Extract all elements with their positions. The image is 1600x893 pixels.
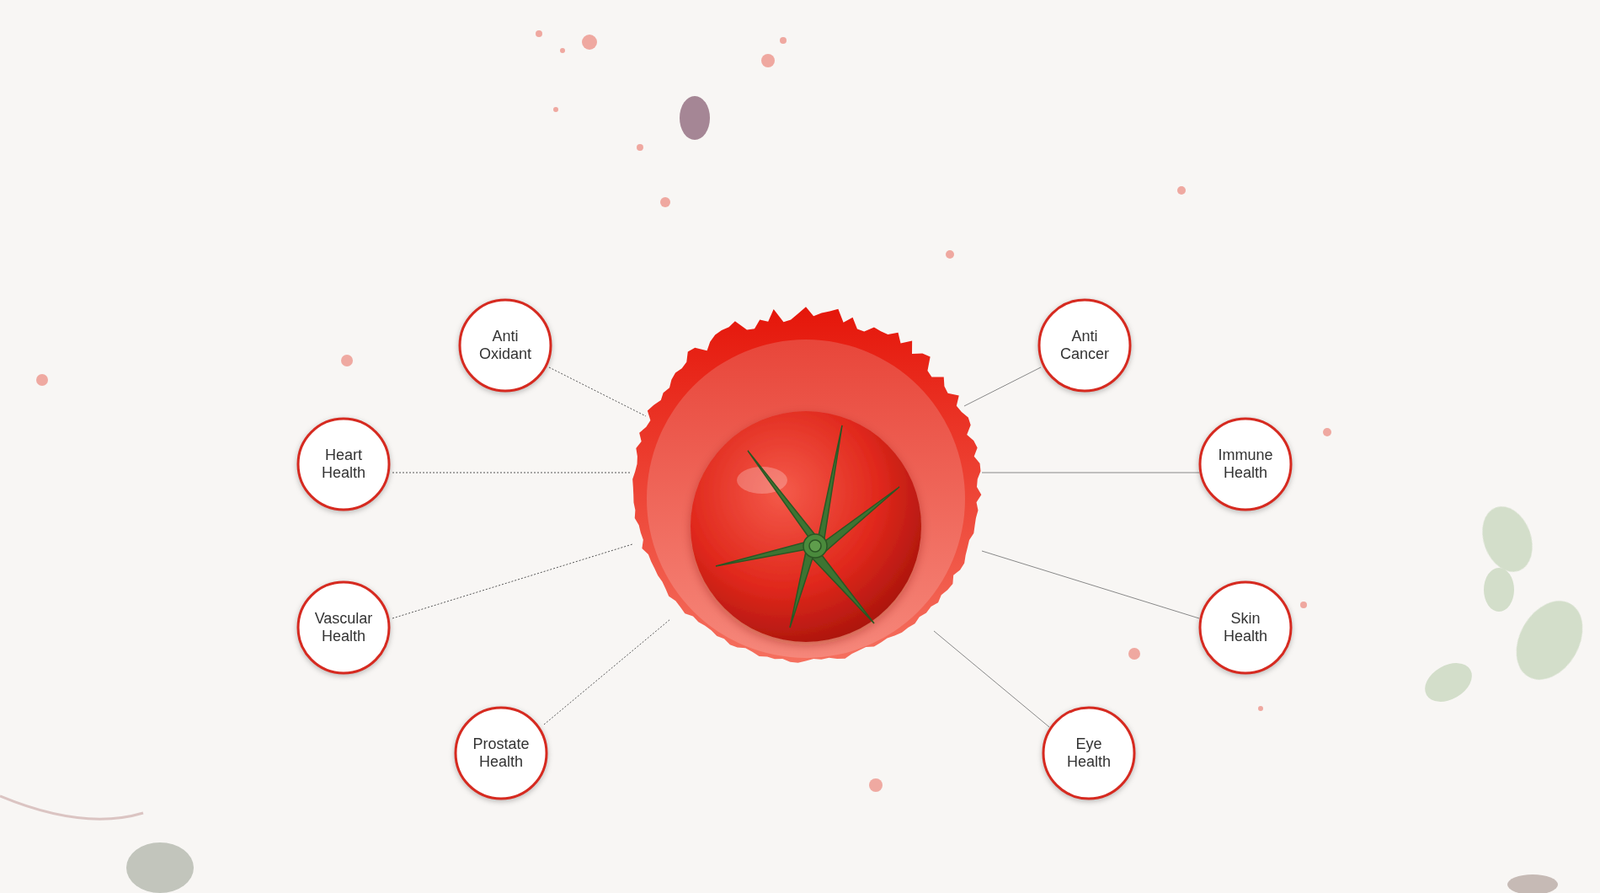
benefit-label: Vascular Health: [308, 609, 379, 646]
benefit-circle: Eye Health: [1041, 705, 1136, 800]
leader-lines: [392, 367, 1200, 727]
benefit-label: Anti Oxidant: [469, 327, 541, 363]
inner-circle: [646, 339, 966, 658]
benefit-label: Skin Health: [1210, 609, 1281, 646]
pepper-seed: [679, 96, 710, 140]
benefit-circle: Anti Oxidant: [458, 298, 553, 393]
tomato-illustration: [632, 306, 982, 663]
benefit-circle: Heart Health: [296, 416, 391, 512]
benefit-circle: Skin Health: [1198, 580, 1293, 675]
tomato: [690, 410, 922, 642]
benefit-label: Anti Cancer: [1049, 327, 1120, 363]
benefit-circle: Prostate Health: [453, 705, 549, 800]
benefit-label: Heart Health: [308, 446, 379, 482]
tomato-calyx: [715, 425, 900, 628]
herb-stem: [0, 795, 144, 819]
benefit-circle: Immune Health: [1198, 416, 1293, 512]
benefit-label: Eye Health: [1053, 735, 1125, 771]
brush-circle: [632, 306, 982, 663]
benefit-circle: Vascular Health: [296, 580, 391, 675]
splash-dots: [36, 30, 1332, 792]
benefit-label: Prostate Health: [465, 735, 537, 771]
benefit-circle: Anti Cancer: [1037, 298, 1132, 393]
benefit-label: Immune Health: [1210, 446, 1281, 482]
